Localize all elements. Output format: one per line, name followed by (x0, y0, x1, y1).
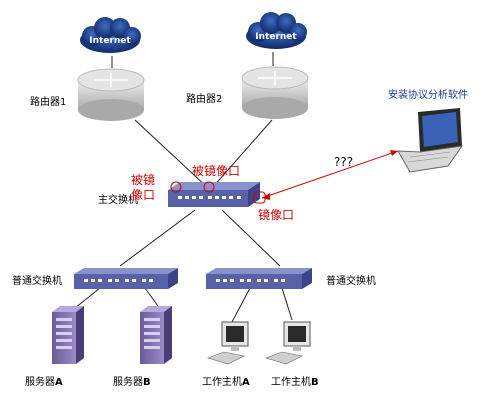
router-2 (241, 66, 309, 119)
links (69, 52, 293, 323)
cloud-label: Internet (255, 32, 297, 42)
internet-cloud-1: Internet (80, 17, 141, 53)
mirror-link (261, 150, 399, 200)
workstation-a-label: 工作主机A (202, 375, 250, 388)
mirror-port-label: 镜像口 (258, 207, 294, 222)
access-switch-right (206, 268, 312, 289)
unknown-link-label: ??? (334, 155, 353, 169)
internet-cloud-2: Internet (246, 12, 307, 49)
cloud-label: Internet (89, 36, 131, 46)
workstation-b-label: 工作主机B (271, 375, 319, 388)
analyzer-label: 安装协议分析软件 (388, 88, 468, 101)
mirrored-port-label-1a: 被镜 (131, 172, 155, 187)
server-a-icon (52, 306, 84, 364)
server-b-icon (140, 306, 172, 364)
access-switch-left (74, 268, 178, 289)
access-switch-right-label: 普通交换机 (326, 274, 376, 287)
core-switch-label: 主交换机 (98, 193, 138, 206)
router-arrows-icon (94, 73, 128, 87)
router-1 (77, 68, 145, 121)
workstation-a-icon (207, 321, 249, 365)
router-2-label: 路由器2 (186, 92, 222, 105)
access-switch-left-label: 普通交换机 (12, 274, 62, 287)
mirrored-port-label-1b: 像口 (131, 188, 155, 202)
mirrored-port-markers (170, 181, 266, 204)
laptop-icon (397, 108, 464, 173)
workstation-b-icon (265, 321, 311, 365)
server-a-label: 服务器A (25, 375, 63, 388)
mirrored-port-label-2: 被镜像口 (192, 163, 240, 178)
router-arrows-icon (258, 71, 292, 85)
server-b-label: 服务器B (113, 375, 151, 388)
router-1-label: 路由器1 (30, 95, 66, 108)
